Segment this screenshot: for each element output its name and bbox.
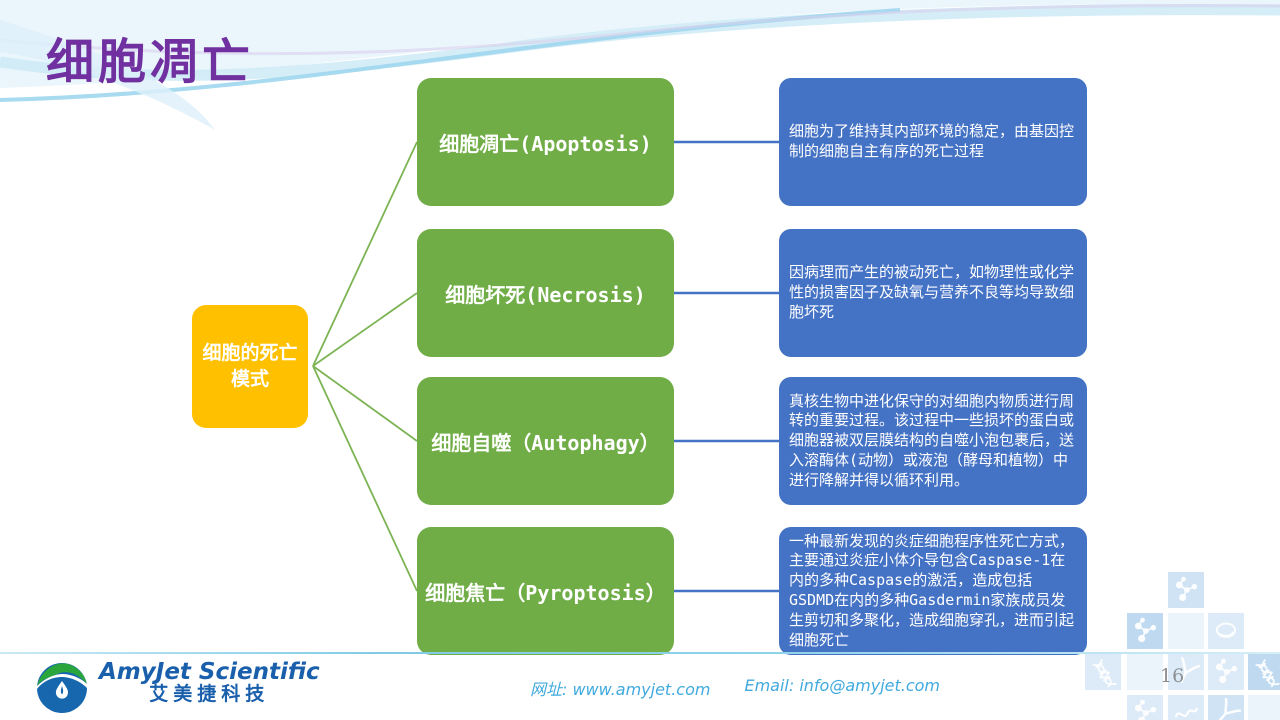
page-title: 细胞凋亡 — [46, 34, 255, 90]
molecule-icon — [1168, 572, 1204, 608]
desc-pyroptosis: 一种最新发现的炎症细胞程序性死亡方式，主要通过炎症小体介导包含Caspase-1… — [779, 527, 1087, 655]
protein-icon — [1168, 695, 1204, 720]
desc-autophagy: 真核生物中进化保守的对细胞内物质进行周转的重要过程。该过程中一些损坏的蛋白或细胞… — [779, 377, 1087, 505]
antibody-icon — [1168, 654, 1204, 690]
logo-company-name-cn: 艾美捷科技 — [149, 683, 270, 706]
blank-tile — [1248, 695, 1280, 720]
footer-divider — [0, 652, 1280, 654]
antibody-icon — [1208, 695, 1244, 720]
node-necrosis: 细胞坏死(Necrosis) — [417, 229, 674, 357]
desc-necrosis-text: 因病理而产生的被动死亡，如物理性或化学性的损害因子及缺氧与营养不良等均导致细胞坏… — [789, 263, 1075, 321]
node-pyroptosis-label: 细胞焦亡（Pyroptosis） — [425, 580, 666, 605]
website-link[interactable]: 网址: www.amyjet.com — [529, 680, 711, 699]
root-node-cell-death-modes: 细胞的死亡模式 — [192, 305, 308, 428]
logo-company-name: AmyJet Scientific — [99, 659, 320, 685]
node-apoptosis: 细胞凋亡(Apoptosis) — [417, 78, 674, 206]
company-logo: AmyJet Scientific 艾美捷科技 — [35, 660, 320, 714]
cell-icon — [1208, 613, 1244, 649]
node-necrosis-label: 细胞坏死(Necrosis) — [445, 282, 646, 307]
node-autophagy-label: 细胞自噬（Autophagy） — [431, 430, 660, 455]
dna-icon — [1248, 654, 1280, 690]
desc-autophagy-text: 真核生物中进化保守的对细胞内物质进行周转的重要过程。该过程中一些损坏的蛋白或细胞… — [789, 391, 1075, 489]
desc-apoptosis-text: 细胞为了维持其内部环境的稳定，由基因控制的细胞自主有序的死亡过程 — [789, 122, 1075, 160]
dna-icon — [1085, 654, 1121, 690]
molecule-icon — [1127, 695, 1163, 720]
root-node-label: 细胞的死亡模式 — [202, 341, 298, 390]
email-link[interactable]: Email: info@amyjet.com — [744, 676, 941, 695]
footer-contact: 网址: www.amyjet.com Email: info@amyjet.co… — [500, 676, 970, 700]
blank-tile — [1127, 654, 1163, 690]
page-number: 16 — [1160, 665, 1185, 687]
node-apoptosis-label: 细胞凋亡(Apoptosis) — [439, 131, 652, 156]
blank-tile — [1168, 613, 1204, 649]
node-pyroptosis: 细胞焦亡（Pyroptosis） — [417, 527, 674, 655]
node-autophagy: 细胞自噬（Autophagy） — [417, 377, 674, 505]
molecule-icon — [1208, 654, 1244, 690]
molecule-icon — [1127, 613, 1163, 649]
amyjet-logo-icon — [37, 663, 87, 713]
desc-necrosis: 因病理而产生的被动死亡，如物理性或化学性的损害因子及缺氧与营养不良等均导致细胞坏… — [779, 229, 1087, 357]
desc-apoptosis: 细胞为了维持其内部环境的稳定，由基因控制的细胞自主有序的死亡过程 — [779, 78, 1087, 206]
desc-pyroptosis-text: 一种最新发现的炎症细胞程序性死亡方式，主要通过炎症小体介导包含Caspase-1… — [789, 531, 1075, 649]
